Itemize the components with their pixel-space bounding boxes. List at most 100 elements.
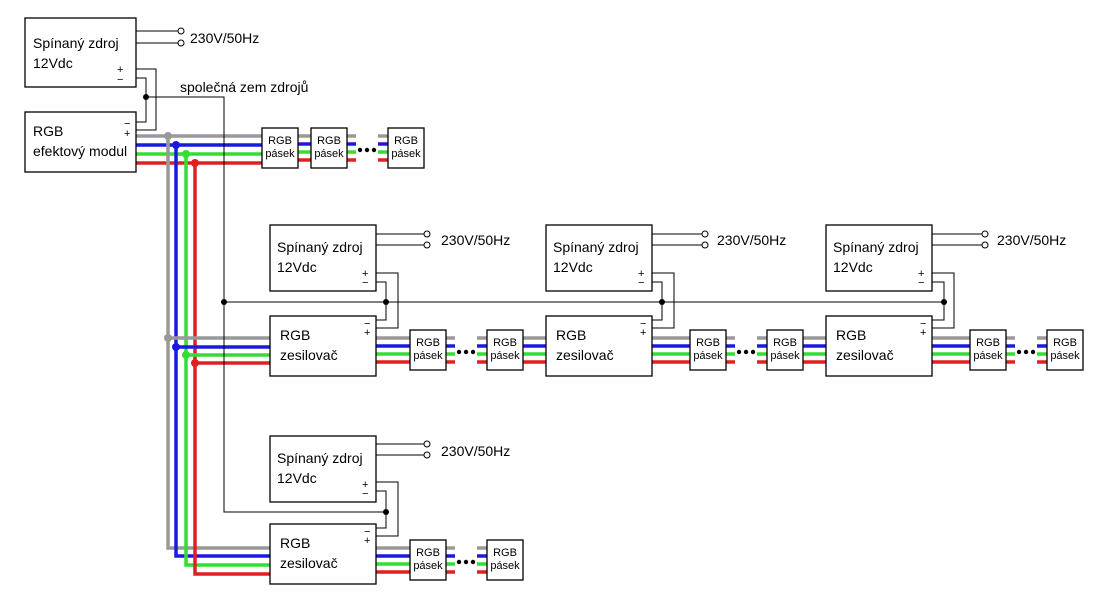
more-strips-ellipsis [736,349,756,355]
strip-subtitle: pásek [490,560,520,572]
psu-plus: + [918,268,924,280]
psu-top-minus-wire [136,77,147,123]
common-ground-label: společná zem zdrojů [180,79,308,95]
psu-top-minus: − [117,74,123,86]
strip-subtitle: pásek [391,148,421,160]
amplifier-plus: + [920,327,926,339]
strip-title: RGB [394,135,418,147]
psu-plus: + [638,268,644,280]
strip-subtitle: pásek [490,350,520,362]
strip-title: RGB [696,337,720,349]
effect-module-title: RGB [33,123,63,139]
amplifier-plus: + [364,535,370,547]
strip-title: RGB [1053,337,1077,349]
psu-plus: + [362,479,368,491]
amplifiers: RGBzesilovač−+RGBzesilovač−+RGBzesilovač… [269,315,933,585]
amplifier-title: RGB [556,327,586,343]
mains-label: 230V/50Hz [997,232,1066,248]
strip-subtitle: pásek [770,350,800,362]
effect-module-subtitle: efektový modul [33,143,127,159]
amplifier-plus: + [640,327,646,339]
strip-title: RGB [773,337,797,349]
amplifier-title: RGB [280,327,310,343]
continuation-dots [357,147,1036,565]
amplifier-title: RGB [836,327,866,343]
more-strips-ellipsis [1016,349,1036,355]
blue-bus-vertical [174,145,270,558]
rgb-amplifier-3: RGB zesilovač −+ [825,315,933,377]
strip-subtitle: pásek [314,148,344,160]
mains-label: 230V/50Hz [441,443,510,459]
strip-subtitle: pásek [693,350,723,362]
psu-2: Spínaný zdroj 12Vdc +− [269,224,377,292]
psu-5: Spínaný zdroj 12Vdc +− [269,435,377,503]
rgb-amplifier-4: RGB zesilovač −+ [269,523,377,585]
psu-minus: − [638,277,644,289]
strip-stubs [298,134,1047,574]
strip-subtitle: pásek [1050,350,1080,362]
psu3-plus-wire [652,272,675,329]
mains-terminals [177,27,989,459]
psu5-plus-wire [376,481,399,537]
psu4-plus-wire [932,272,955,329]
psu-title: Spínaný zdroj [833,239,919,255]
strip-title: RGB [493,547,517,559]
amplifier-subtitle: zesilovač [556,347,614,363]
psu-top-mains-label: 230V/50Hz [190,30,259,46]
junction-dots [143,94,947,515]
gray-bus-vertical [166,136,270,550]
amplifier-plus: + [364,327,370,339]
psu-top-title: Spínaný zdroj [33,35,119,51]
psu-top-plus-wire [136,68,157,131]
amplifier-minus: − [920,318,926,330]
psu-plus: + [362,268,368,280]
psu-voltage: 12Vdc [553,259,593,275]
more-strips-ellipsis [357,147,377,153]
psu-voltage: 12Vdc [277,259,317,275]
strip-title: RGB [416,337,440,349]
rgb-signal-buses [136,134,270,576]
psu-minus: − [362,488,368,500]
psu-minus: − [918,277,924,289]
psu2-plus-wire [376,272,399,329]
effect-module-minus: − [124,118,130,130]
strip-title: RGB [493,337,517,349]
rgb-effect-module: RGB efektový modul − + [24,111,137,173]
amplifier-title: RGB [280,535,310,551]
strip-title: RGB [416,547,440,559]
mains-label: 230V/50Hz [441,232,510,248]
amplifier-subtitle: zesilovač [836,347,894,363]
strip-subtitle: pásek [413,350,443,362]
amplifier-subtitle: zesilovač [280,555,338,571]
psu-title: Spínaný zdroj [277,239,363,255]
amplifier-minus: − [364,526,370,538]
strip-title: RGB [268,135,292,147]
psu-top-plus: + [117,64,123,76]
strip-subtitle: pásek [265,148,295,160]
psu-voltage: 12Vdc [277,470,317,486]
green-bus-vertical [184,154,270,567]
led-strips: RGBpásekRGBpásekRGBpásekRGBpásekRGBpásek… [261,127,1084,581]
psu-title: Spínaný zdroj [277,450,363,466]
mains-label: 230V/50Hz [717,232,786,248]
amplifier-minus: − [364,318,370,330]
psu-top: Spínaný zdroj 12Vdc + − [24,17,137,88]
psu-top-voltage: 12Vdc [33,55,73,71]
psu-minus: − [362,277,368,289]
psu-3: Spínaný zdroj 12Vdc +− [545,224,653,292]
amplifier-minus: − [640,318,646,330]
psu-title: Spínaný zdroj [553,239,639,255]
